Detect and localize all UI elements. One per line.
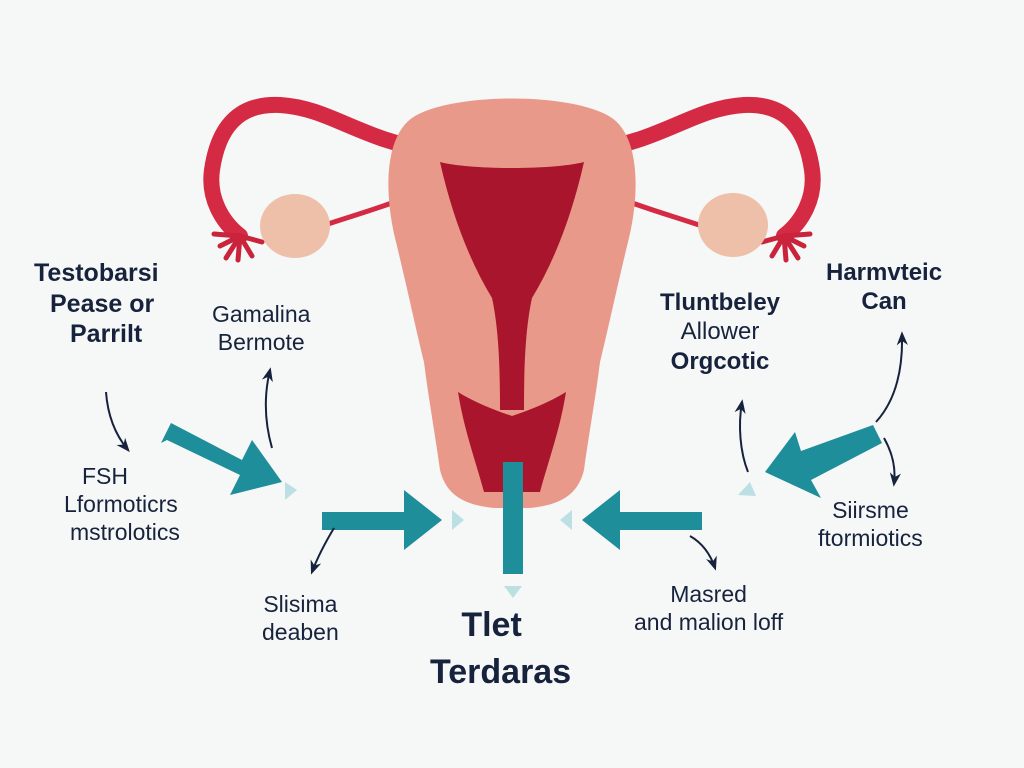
teal-arrow-right-diagonal <box>765 425 882 498</box>
label-fsh: FSH Lformoticrs mstrolotics <box>64 462 180 546</box>
label-line: Pease or <box>50 289 155 318</box>
pointer-triangle-5 <box>738 482 756 496</box>
right-ovary <box>698 193 768 257</box>
left-ovary <box>260 194 330 258</box>
label-siirsme: Siirsme ftormiotics <box>818 496 923 552</box>
label-harmvteic: Harmvteic Can <box>826 258 942 317</box>
label-line: Orgcotic <box>670 347 770 375</box>
label-line: Lformoticrs <box>64 491 178 518</box>
label-line: Tluntbeley <box>660 289 781 316</box>
label-tluntbeley: Tluntbeley Allower Orgcotic <box>660 288 780 376</box>
label-line: Can <box>861 288 907 316</box>
label-line: deaben <box>262 619 339 646</box>
label-line: Slisima <box>263 591 338 617</box>
teal-arrow-left-diagonal <box>161 423 282 495</box>
pointer-triangle-3 <box>560 510 572 530</box>
label-line: and malion loff <box>634 609 784 636</box>
label-line: Testobarsi <box>34 259 159 287</box>
center-vertical-bar <box>503 462 523 574</box>
label-line: mstrolotics <box>70 519 180 546</box>
label-line: Terdaras <box>430 652 572 691</box>
navy-arrow-5 <box>734 399 749 473</box>
navy-arrow-3 <box>310 527 335 575</box>
label-line: Masred <box>670 581 747 607</box>
label-line: Siirsme <box>832 497 909 523</box>
pointer-triangle-4 <box>504 586 522 598</box>
label-line: Tlet <box>461 606 522 644</box>
cervical-canal <box>458 392 566 492</box>
label-gamalina: Gamalina Bermote <box>212 300 310 356</box>
label-line: Parrilt <box>70 320 143 348</box>
pointer-triangle-2 <box>452 510 464 530</box>
label-line: Allower <box>680 318 760 346</box>
label-masred: Masred and malion loff <box>634 580 783 636</box>
navy-arrow-2 <box>261 367 273 449</box>
label-line: Gamalina <box>212 301 311 327</box>
navy-arrow-1 <box>105 391 130 453</box>
label-line: Harmvteic <box>826 259 943 286</box>
navy-arrow-7 <box>883 437 901 487</box>
uterine-cavity <box>440 162 584 410</box>
label-testobarsi: Testobarsi Pease or Parrilt <box>34 258 159 350</box>
label-line: Bermote <box>217 329 305 356</box>
label-line: ftormiotics <box>818 525 923 552</box>
teal-arrow-left-horizontal <box>322 490 442 550</box>
pointer-triangle-1 <box>285 482 297 500</box>
navy-arrow-6 <box>875 331 908 423</box>
label-bottom-title: Tlet Terdaras <box>430 602 571 696</box>
teal-arrow-right-horizontal <box>582 490 702 550</box>
label-line: FSH <box>82 463 128 489</box>
label-slisima: Slisima deaben <box>262 590 339 646</box>
navy-arrow-4 <box>689 535 717 571</box>
right-fallopian-tube <box>586 96 821 263</box>
left-fallopian-tube <box>203 96 438 263</box>
